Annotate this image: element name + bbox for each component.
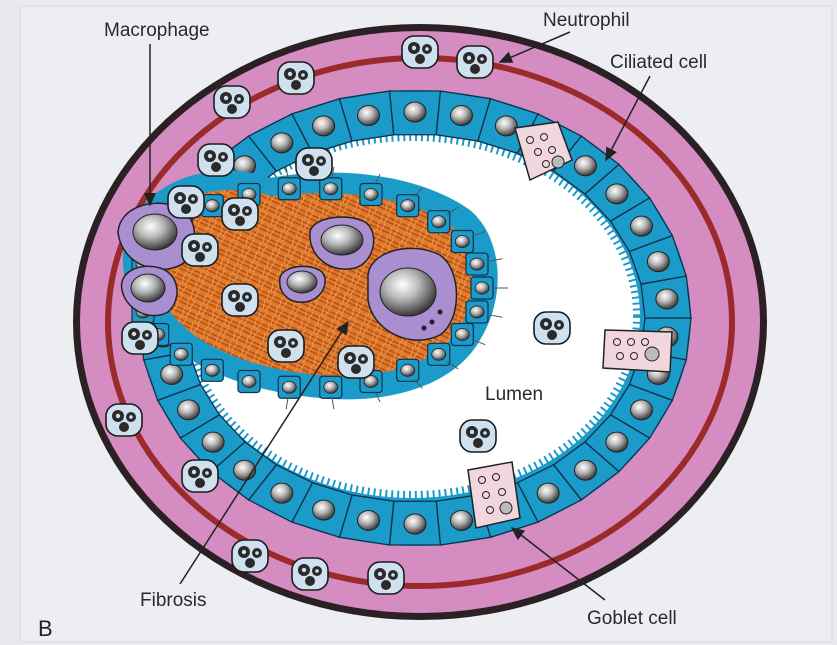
neutrophil-cell <box>214 86 250 118</box>
epithelial-cell <box>320 178 342 200</box>
neutrophil-cell <box>232 540 268 572</box>
epithelial-cell <box>201 359 223 381</box>
epithelial-cell <box>278 178 300 200</box>
epithelial-cell <box>466 253 488 275</box>
epithelial-cell <box>397 195 419 217</box>
epithelial-cell <box>451 323 473 345</box>
neutrophil-cell <box>402 36 438 68</box>
neutrophil-cell <box>338 346 374 378</box>
neutrophil-cell <box>457 46 493 78</box>
epithelial-cell <box>278 376 300 398</box>
neutrophil-cell <box>198 144 234 176</box>
fibrosis-label: Fibrosis <box>140 590 207 611</box>
epithelial-cell <box>471 277 493 299</box>
goblet-cell-label: Goblet cell <box>587 608 677 629</box>
ciliated-cell-label: Ciliated cell <box>610 52 707 73</box>
neutrophil-cell <box>460 420 496 452</box>
epithelial-cell <box>360 183 382 205</box>
panel-letter: B <box>38 616 53 641</box>
epithelial-cell <box>238 371 260 393</box>
neutrophil-cell <box>268 330 304 362</box>
goblet-cell <box>468 462 520 528</box>
epithelial-cell <box>428 211 450 233</box>
neutrophil-cell <box>534 312 570 344</box>
neutrophil-cell <box>222 284 258 316</box>
neutrophil-cell <box>222 198 258 230</box>
neutrophil-cell <box>278 62 314 94</box>
neutrophil-cell <box>182 460 218 492</box>
ciliated-epithelial-cell <box>390 91 441 135</box>
neutrophil-cell <box>122 322 158 354</box>
neutrophil-label: Neutrophil <box>543 10 630 31</box>
neutrophil-cell <box>182 234 218 266</box>
epithelial-cell <box>320 376 342 398</box>
goblet-cell <box>603 330 672 372</box>
lumen-label: Lumen <box>485 384 543 405</box>
neutrophil-cell <box>292 558 328 590</box>
ciliated-epithelial-cell <box>390 501 441 545</box>
epithelial-cell <box>466 301 488 323</box>
epithelial-cell <box>397 359 419 381</box>
macrophage-label: Macrophage <box>104 20 210 41</box>
neutrophil-cell <box>296 148 332 180</box>
macrophage-cell <box>280 266 325 302</box>
epithelial-cell <box>428 343 450 365</box>
neutrophil-cell <box>168 186 204 218</box>
neutrophil-cell <box>368 562 404 594</box>
epithelial-cell <box>170 343 192 365</box>
ciliated-epithelial-cell <box>641 276 691 318</box>
label-lumen: Lumen <box>485 384 543 405</box>
neutrophil-cell <box>106 404 142 436</box>
epithelial-cell <box>451 231 473 253</box>
